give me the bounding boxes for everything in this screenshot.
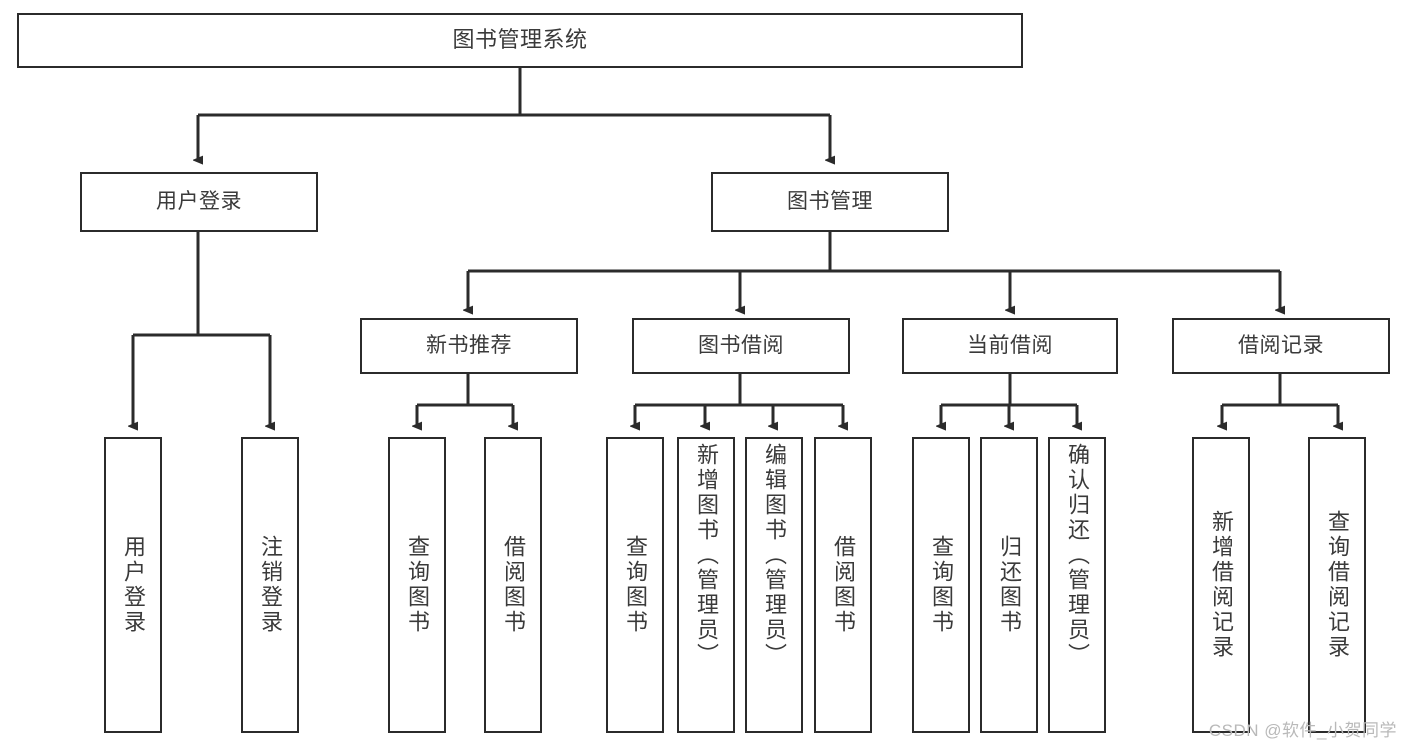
leaf-add-borrow-record[interactable]: 新增借阅记录 [1192, 437, 1250, 733]
node-label: 查询借阅记录 [1325, 510, 1350, 660]
node-user-login[interactable]: 用户登录 [80, 172, 318, 232]
node-book-borrow[interactable]: 图书借阅 [632, 318, 850, 374]
node-label: 编辑图书（管理员） [762, 443, 787, 668]
node-book-management[interactable]: 图书管理 [711, 172, 949, 232]
node-label: 查询图书 [623, 535, 648, 635]
leaf-query-book-current[interactable]: 查询图书 [912, 437, 970, 733]
node-label: 注销登录 [258, 535, 283, 635]
node-current-borrow[interactable]: 当前借阅 [902, 318, 1118, 374]
leaf-borrow-book-recommend[interactable]: 借阅图书 [484, 437, 542, 733]
node-new-book-recommend[interactable]: 新书推荐 [360, 318, 578, 374]
leaf-confirm-return-admin[interactable]: 确认归还（管理员） [1048, 437, 1106, 733]
node-label: 查询图书 [405, 535, 430, 635]
node-label: 借阅图书 [831, 535, 856, 635]
node-label: 新增图书（管理员） [694, 443, 719, 668]
leaf-add-book-admin[interactable]: 新增图书（管理员） [677, 437, 735, 733]
node-label: 新增借阅记录 [1209, 510, 1234, 660]
node-label: 借阅图书 [501, 535, 526, 635]
leaf-edit-book-admin[interactable]: 编辑图书（管理员） [745, 437, 803, 733]
node-label: 用户登录 [121, 535, 146, 635]
leaf-return-book[interactable]: 归还图书 [980, 437, 1038, 733]
node-label: 用户登录 [156, 190, 242, 214]
node-label: 图书借阅 [698, 334, 784, 358]
leaf-logout[interactable]: 注销登录 [241, 437, 299, 733]
node-label: 确认归还（管理员） [1065, 443, 1090, 668]
leaf-user-login[interactable]: 用户登录 [104, 437, 162, 733]
node-label: 图书管理 [787, 190, 873, 214]
node-label: 借阅记录 [1238, 334, 1324, 358]
leaf-query-book-recommend[interactable]: 查询图书 [388, 437, 446, 733]
leaf-query-borrow-record[interactable]: 查询借阅记录 [1308, 437, 1366, 733]
node-label: 归还图书 [997, 535, 1022, 635]
node-label: 新书推荐 [426, 334, 512, 358]
node-label: 当前借阅 [967, 334, 1053, 358]
csdn-watermark: CSDN @软件_小贺同学 [1208, 721, 1397, 740]
leaf-borrow-book[interactable]: 借阅图书 [814, 437, 872, 733]
node-borrow-record[interactable]: 借阅记录 [1172, 318, 1390, 374]
node-label: 查询图书 [929, 535, 954, 635]
node-root-system[interactable]: 图书管理系统 [17, 13, 1023, 68]
leaf-query-book-borrow[interactable]: 查询图书 [606, 437, 664, 733]
node-label: 图书管理系统 [452, 27, 588, 53]
